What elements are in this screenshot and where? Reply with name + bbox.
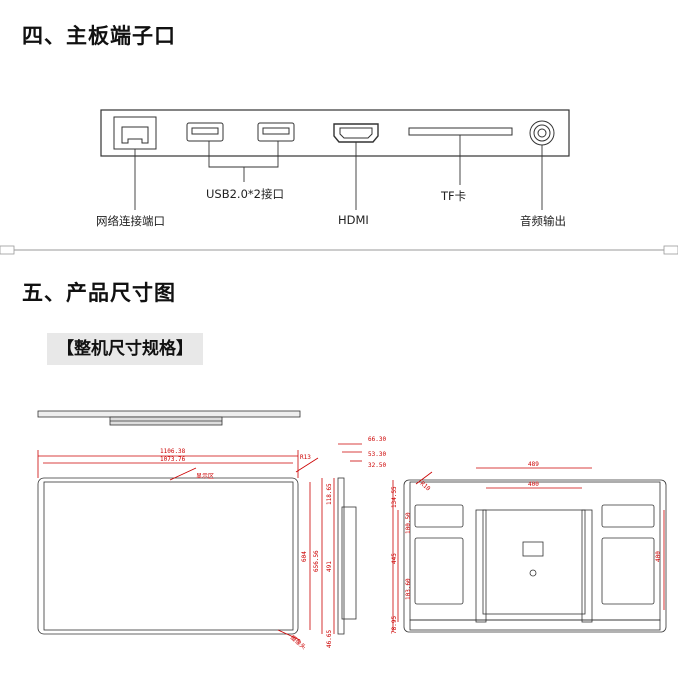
ethernet-label: 网络连接端口 [96, 214, 165, 228]
usb-port-icon-2 [257, 122, 295, 142]
front-corner: R13 [300, 454, 311, 461]
top-view [37, 410, 301, 426]
back-left-bottom: 78.95 [391, 616, 398, 634]
front-view [37, 450, 323, 641]
ethernet-port-icon [113, 116, 157, 150]
back-width-mount: 400 [528, 481, 539, 488]
section-title-dimensions: 五、产品尺寸图 [22, 281, 176, 305]
front-inner-width: 1073.76 [160, 456, 186, 463]
side-bottom-offset: 46.65 [326, 630, 333, 648]
tf-label: TF卡 [441, 189, 467, 203]
back-left-a: 100.50 [405, 512, 412, 534]
back-left-height: 445 [391, 553, 398, 564]
back-left-top: 134.55 [391, 486, 398, 508]
back-left-b: 103.60 [405, 578, 412, 600]
side-depth-mid: 53.30 [368, 451, 386, 458]
front-outer-width: 1106.38 [160, 448, 186, 455]
spec-subtitle: 【整机尺寸规格】 [47, 333, 203, 365]
front-height-outer: 656.56 [313, 550, 320, 572]
hdmi-port-icon [333, 123, 379, 143]
side-depth-total: 66.30 [368, 436, 386, 443]
front-camera-label: 摄像头 [289, 633, 308, 651]
usb-label: USB2.0*2接口 [206, 187, 284, 201]
audio-label: 音频输出 [520, 214, 566, 228]
back-corner: R10 [419, 480, 432, 493]
front-display-label: 显示区 [196, 473, 214, 480]
back-width-top: 489 [528, 461, 539, 468]
back-right-height: 400 [655, 551, 662, 562]
side-height: 491 [326, 561, 333, 572]
section-title-ports: 四、主板端子口 [22, 24, 176, 48]
tf-slot-icon [408, 127, 513, 136]
hdmi-label: HDMI [338, 213, 369, 227]
side-depth-small: 32.50 [368, 462, 386, 469]
front-height-inner: 604 [301, 551, 308, 562]
back-view [392, 467, 667, 633]
side-view [333, 443, 362, 635]
side-top-offset: 118.65 [326, 483, 333, 505]
usb-port-icon-1 [186, 122, 224, 142]
